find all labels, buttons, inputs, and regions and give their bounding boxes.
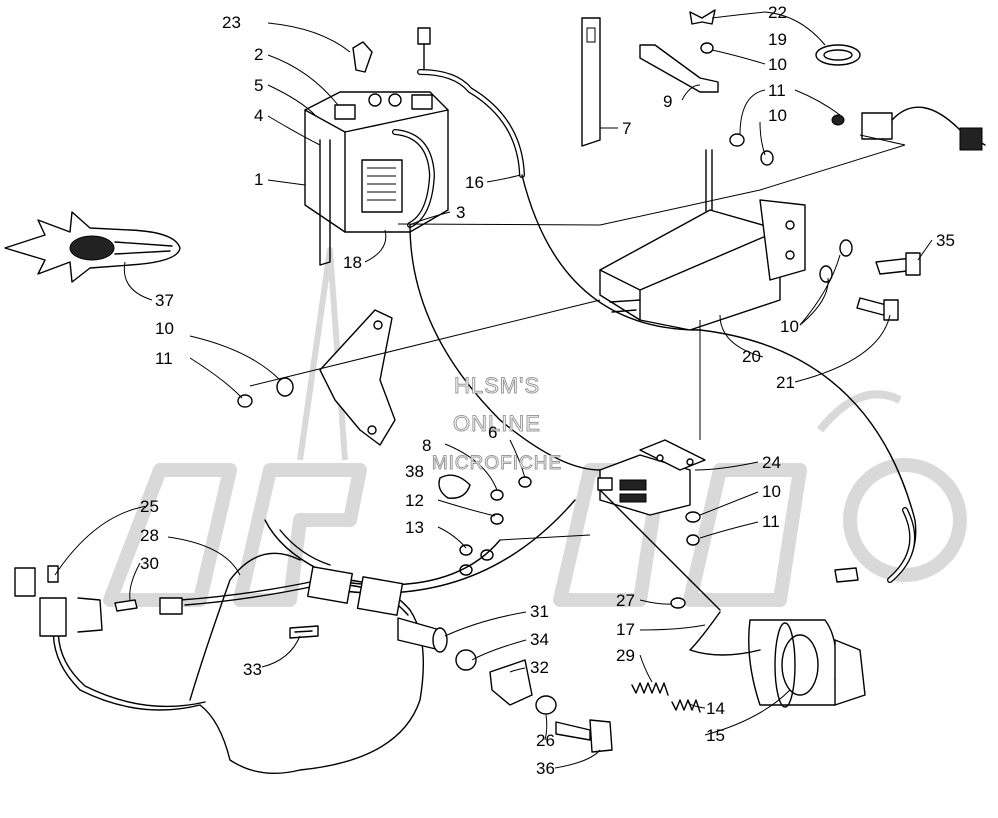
callout-32: 32	[530, 658, 549, 677]
callout-10-right: 10	[780, 317, 799, 336]
washer	[760, 150, 774, 166]
washer	[700, 42, 714, 54]
callout-19: 19	[768, 30, 787, 49]
watermark-line-1: HLSM'S	[454, 373, 540, 398]
callout-30: 30	[140, 554, 159, 573]
leader-lines	[54, 11, 933, 769]
washer	[276, 377, 294, 397]
battery-tray	[599, 199, 806, 331]
washer	[670, 597, 686, 609]
screw	[114, 599, 138, 612]
battery-label	[361, 159, 403, 213]
callout-labels: 23 2 5 4 1 3 18 16 22 19 10 11 10 9 7 35…	[140, 3, 955, 778]
hold-down-bracket	[639, 44, 719, 93]
switch-nut	[535, 695, 557, 715]
harness-connector	[14, 567, 36, 597]
callout-3: 3	[456, 203, 465, 222]
fuse	[289, 625, 319, 639]
terminal-cap	[352, 41, 373, 73]
callout-10-left: 10	[155, 319, 174, 338]
callout-37: 37	[155, 291, 174, 310]
harness-connector	[159, 597, 183, 615]
ignition-switch	[397, 617, 557, 715]
callout-7: 7	[622, 119, 631, 138]
washer	[819, 265, 833, 283]
starter-motor	[748, 619, 866, 708]
relay-connector	[831, 106, 986, 151]
callout-25: 25	[140, 497, 159, 516]
wiring-harness	[14, 499, 576, 775]
callout-29: 29	[616, 646, 635, 665]
battery-terminal	[411, 94, 433, 110]
callout-17: 17	[616, 620, 635, 639]
callout-35: 35	[936, 231, 955, 250]
mounting-bolt	[856, 297, 899, 321]
washer	[839, 239, 853, 257]
cable-bolt	[834, 567, 859, 583]
callout-23: 23	[222, 13, 241, 32]
rubber-boot	[438, 474, 471, 499]
switch-plate	[489, 659, 533, 706]
watermark-line-2: ONLINE	[453, 411, 541, 436]
washer	[685, 511, 701, 523]
nut	[686, 534, 700, 546]
callout-11-left: 11	[155, 349, 173, 368]
decal	[4, 211, 181, 283]
harness-connector	[39, 597, 67, 637]
callout-18: 18	[343, 253, 362, 272]
callout-27: 27	[616, 591, 635, 610]
callout-13: 13	[405, 518, 424, 537]
callout-21: 21	[776, 373, 795, 392]
wire-clamp	[815, 44, 861, 66]
callout-2: 2	[254, 45, 263, 64]
mounting-bolt	[875, 252, 921, 276]
callout-15: 15	[706, 726, 725, 745]
callout-14: 14	[706, 699, 725, 718]
callout-24: 24	[762, 453, 781, 472]
callout-22: 22	[768, 3, 787, 22]
callout-10-top: 10	[768, 55, 787, 74]
watermark-line-3: MICROFICHE	[432, 453, 562, 474]
callout-11-solenoid: 11	[762, 512, 780, 531]
washer	[455, 649, 477, 671]
ignition-key	[555, 719, 613, 753]
callout-20: 20	[742, 347, 761, 366]
terminal-bolt	[417, 27, 431, 45]
callout-38: 38	[405, 462, 424, 481]
callout-1: 1	[254, 170, 263, 189]
callout-36: 36	[536, 759, 555, 778]
nut	[729, 133, 745, 147]
callout-12: 12	[405, 491, 424, 510]
callout-33: 33	[243, 660, 262, 679]
hold-down-strap	[581, 17, 601, 147]
callout-10-solenoid: 10	[762, 482, 781, 501]
mounting-bracket	[319, 309, 396, 446]
callout-16: 16	[465, 173, 484, 192]
callout-10-mid: 10	[768, 106, 787, 125]
watermark-text: HLSM'S ONLINE MICROFICHE	[431, 373, 562, 475]
callout-28: 28	[140, 526, 159, 545]
callout-5: 5	[254, 76, 263, 95]
battery-cables	[392, 69, 917, 583]
callout-11-top: 11	[768, 81, 786, 100]
battery-strap	[319, 139, 331, 266]
callout-34: 34	[530, 630, 549, 649]
callout-26: 26	[536, 731, 555, 750]
compression-spring	[671, 699, 701, 713]
starter-cable	[689, 611, 761, 656]
guide-lines	[249, 134, 906, 541]
compression-spring	[631, 682, 669, 696]
battery	[304, 27, 449, 266]
callout-4: 4	[254, 106, 263, 125]
callout-8: 8	[422, 436, 431, 455]
callout-31: 31	[530, 602, 549, 621]
callout-9: 9	[663, 92, 672, 111]
battery-terminal	[334, 104, 356, 120]
callout-6: 6	[488, 423, 497, 442]
nut	[237, 394, 253, 408]
starter-solenoid	[599, 439, 706, 516]
